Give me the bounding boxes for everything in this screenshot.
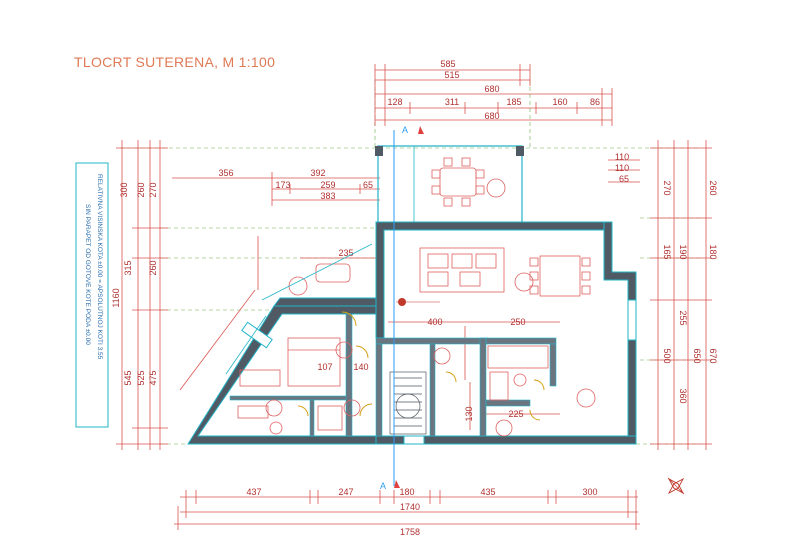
dim-inner-173: 173	[275, 180, 290, 190]
dim-left-300: 300	[119, 182, 129, 197]
dim-bottom-247: 247	[338, 487, 353, 497]
dim-top-185: 185	[506, 97, 521, 107]
dim-right-65: 65	[619, 174, 629, 184]
dim-inner-140: 140	[353, 362, 368, 372]
north-arrow-icon	[667, 477, 685, 495]
dim-inner-130: 130	[464, 406, 474, 421]
dim-left-260a: 260	[136, 182, 146, 197]
section-marker-bottom: A	[380, 481, 386, 491]
dim-right-670: 670	[708, 348, 718, 363]
dim-left-315: 315	[123, 260, 133, 275]
dim-inner-392: 392	[310, 168, 325, 178]
dim-inner-107: 107	[317, 362, 332, 372]
elevation-note: RELATIVNA VISINSKA KOTA ±0.00 = APSOLUTN…	[75, 162, 109, 428]
section-arrow-icon	[418, 126, 424, 134]
wardrobe	[239, 369, 281, 387]
dim-right-190: 190	[678, 244, 688, 259]
dim-top-128: 128	[387, 97, 402, 107]
dining-table	[529, 255, 591, 297]
dim-right-260: 260	[708, 180, 718, 195]
left-facade-lines	[225, 243, 373, 375]
bed	[287, 337, 341, 387]
dim-right-360: 360	[678, 388, 688, 403]
dim-bottom-1740: 1740	[400, 502, 420, 512]
dim-bottom-435: 435	[480, 487, 495, 497]
note-line-1: RELATIVNA VISINSKA KOTA ±0.00 = APSOLUTN…	[96, 174, 103, 360]
dim-top-680b: 680	[484, 111, 499, 121]
dim-inner-225: 225	[508, 409, 523, 419]
staircase	[389, 371, 427, 435]
terrace	[375, 145, 524, 222]
dim-bottom-300: 300	[582, 487, 597, 497]
dim-inner-400: 400	[427, 317, 442, 327]
drawing-title: TLOCRT SUTERENA, M 1:100	[74, 54, 276, 70]
dim-left-545: 545	[123, 370, 133, 385]
dim-inner-235: 235	[338, 248, 353, 258]
dim-right-180: 180	[708, 244, 718, 259]
dim-inner-65: 65	[363, 180, 373, 190]
inner-dimension-lines	[172, 172, 560, 430]
dim-bottom-1758: 1758	[400, 527, 420, 537]
dim-top-680a: 680	[484, 84, 499, 94]
door-swings	[297, 311, 545, 421]
dim-bottom-437: 437	[246, 487, 261, 497]
windows	[241, 299, 637, 445]
dim-right-650: 650	[692, 348, 702, 363]
furniture	[237, 157, 591, 435]
note-line-2: SIN PARAPET OD GOTOVE KOTE PODA ±0.00	[84, 204, 91, 345]
dim-left-260b: 260	[148, 260, 158, 275]
dim-top-311: 311	[445, 97, 459, 107]
interior-walls	[229, 313, 557, 437]
dim-top-585: 585	[440, 59, 455, 69]
kitchen-unit	[487, 345, 549, 401]
dim-top-86: 86	[590, 97, 600, 107]
dim-bottom-180: 180	[399, 487, 414, 497]
level-marker	[396, 298, 440, 306]
dim-inner-250: 250	[510, 317, 525, 327]
dim-left-270: 270	[148, 182, 158, 197]
dim-right-165: 165	[662, 244, 672, 259]
top-dimension-chains	[374, 64, 613, 126]
dim-right-270: 270	[662, 180, 672, 195]
dim-inner-259: 259	[320, 180, 335, 190]
section-marker-top: A	[402, 125, 408, 135]
dim-inner-356: 356	[218, 168, 233, 178]
bathroom-fixtures	[237, 405, 343, 435]
exterior-walls	[187, 221, 637, 445]
right-dimension-chains	[608, 140, 712, 450]
section-line-a-a: A A	[380, 125, 424, 491]
dim-right-110a: 110	[615, 152, 629, 162]
dim-left-475: 475	[148, 370, 158, 385]
dim-inner-383: 383	[320, 191, 335, 201]
left-dimension-chains	[116, 140, 168, 450]
dim-right-255: 255	[678, 310, 688, 325]
dim-top-160: 160	[552, 97, 567, 107]
small-table-left	[315, 263, 351, 283]
bottom-dimension-chains	[174, 490, 640, 530]
dim-top-515: 515	[444, 70, 459, 80]
axis-lines	[120, 80, 700, 445]
dim-left-525: 525	[136, 370, 146, 385]
living-sofa	[419, 247, 505, 293]
dim-right-110b: 110	[615, 163, 629, 173]
dim-left-1160: 1160	[111, 288, 121, 307]
terrace-dining-table	[431, 157, 485, 207]
dim-right-500: 500	[662, 348, 672, 363]
